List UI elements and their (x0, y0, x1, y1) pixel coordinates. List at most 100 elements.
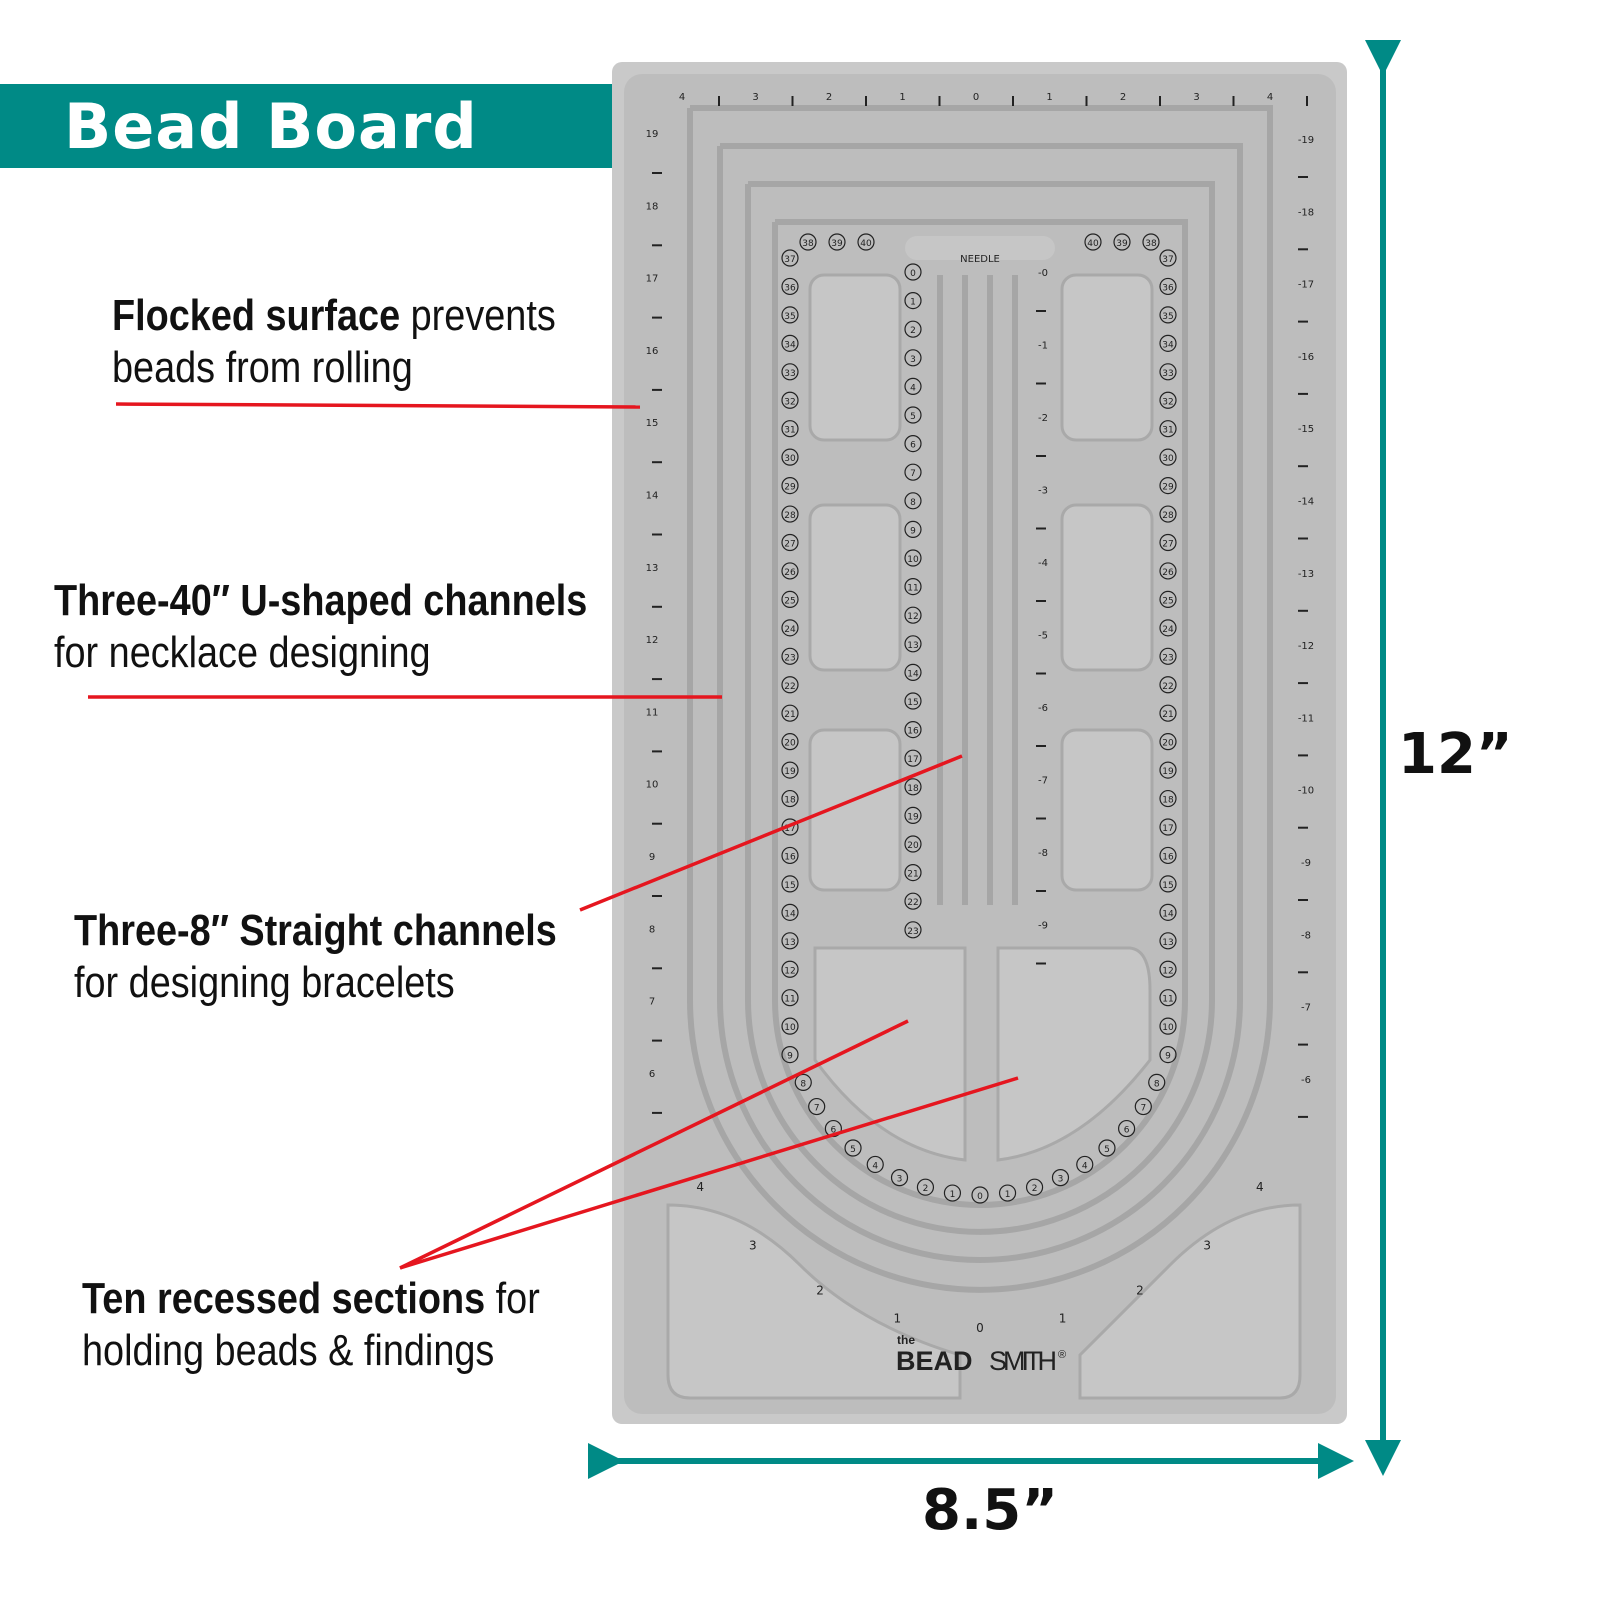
svg-text:the: the (897, 1333, 915, 1347)
right-ruler-label: -6 (1301, 1075, 1311, 1086)
bead-mark-circle (1051, 1169, 1070, 1187)
bead-mark-circle (781, 590, 799, 609)
channel-mark: 13 (784, 938, 795, 948)
top-ruler-label: 2 (826, 92, 832, 103)
center-ruler-label: -8 (1038, 848, 1048, 859)
bead-mark-circle (1142, 233, 1160, 251)
title-banner: Bead Board (0, 84, 612, 168)
bead-mark-circle (904, 749, 922, 767)
bead-mark-circle (781, 334, 799, 352)
right-ruler-label: -12 (1298, 641, 1314, 652)
bottom-ruler-label: 4 (696, 1180, 704, 1194)
bead-mark-circle (1159, 533, 1177, 552)
bead-mark-circle (890, 1169, 909, 1187)
arc-mark: 6 (1124, 1126, 1130, 1136)
arc-mark: 2 (923, 1184, 929, 1194)
annotation-text: beads from rolling (112, 343, 413, 392)
width-label: 8.5” (922, 1478, 1059, 1543)
left-ruler-label: 12 (646, 635, 659, 646)
top-ruler-label: 4 (1267, 92, 1273, 103)
bracelet-mark: 19 (907, 812, 919, 822)
arc-mark: 4 (872, 1161, 878, 1171)
bracelet-mark: 3 (910, 355, 916, 365)
channel-mark: 15 (784, 881, 795, 891)
channel-mark: 39 (1116, 239, 1128, 249)
channel-mark: 38 (1145, 239, 1157, 249)
channel-mark: 11 (1162, 995, 1173, 1005)
arc-mark: 5 (850, 1145, 856, 1155)
bead-mark-circle (904, 806, 922, 825)
bead-mark-circle (904, 835, 922, 853)
bead-mark-circle (998, 1184, 1017, 1202)
bead-mark-circle (781, 391, 799, 409)
recessed-pocket (1078, 1203, 1302, 1400)
bead-mark-circle (904, 349, 922, 367)
channel-mark: 36 (784, 283, 796, 293)
channel-mark: 27 (784, 540, 795, 550)
recessed-pocket (808, 273, 902, 442)
bead-mark-circle (1159, 477, 1177, 495)
left-ruler-label: 18 (646, 201, 659, 212)
annotation-text: holding beads & findings (82, 1326, 495, 1375)
bead-mark-circle (1159, 448, 1177, 466)
top-ruler-label: 0 (973, 92, 979, 103)
channel-mark: 21 (1162, 710, 1173, 720)
left-ruler-label: 7 (649, 997, 655, 1008)
bead-mark-circle (904, 606, 922, 624)
bead-mark-circle (971, 1186, 989, 1204)
recessed-pocket (808, 728, 902, 892)
bead-mark-circle (904, 692, 922, 710)
u-channel-wall (745, 181, 1215, 1235)
bead-mark-circle (808, 1097, 826, 1116)
bead-mark-circle (1134, 1097, 1152, 1116)
bottom-ruler-label: 1 (1059, 1311, 1067, 1325)
channel-mark: 18 (784, 796, 796, 806)
bracelet-mark: 10 (907, 555, 919, 565)
channel-mark: 21 (784, 710, 795, 720)
bracelet-mark: 23 (907, 927, 918, 937)
bead-mark-circle (781, 619, 799, 637)
arc-mark: 3 (1058, 1175, 1064, 1185)
recessed-pocket (1060, 273, 1154, 442)
right-ruler-label: -10 (1298, 786, 1314, 797)
bracelet-mark: 21 (907, 870, 918, 880)
channel-mark: 26 (1162, 568, 1174, 578)
channel-mark: 13 (1162, 938, 1173, 948)
channel-mark: 22 (1162, 682, 1173, 692)
bracelet-mark: 11 (907, 584, 918, 594)
board-surface (624, 74, 1336, 1414)
bead-mark-circle (781, 789, 799, 808)
arc-mark: 2 (1032, 1184, 1038, 1194)
bead-mark-circle (781, 733, 799, 751)
bead-mark-circle (1159, 249, 1177, 267)
needle-label: NEEDLE (960, 254, 1000, 265)
channel-mark: 17 (784, 824, 795, 834)
bead-mark-circle (904, 635, 922, 653)
bottom-ruler-label: 4 (1256, 1180, 1264, 1194)
svg-text:BEAD: BEAD (896, 1346, 973, 1376)
bead-mark-circle (904, 863, 922, 882)
u-channel-wall (717, 143, 1243, 1263)
bead-mark-circle (1159, 1045, 1177, 1064)
bead-mark-circle (904, 778, 922, 796)
left-ruler-label: 19 (646, 129, 659, 140)
bead-mark-circle (904, 492, 922, 510)
arc-mark: 6 (831, 1126, 837, 1136)
bead-mark-circle (781, 306, 799, 324)
bead-mark-circle (904, 406, 922, 424)
bracelet-mark: 20 (907, 841, 919, 851)
top-ruler-label: 3 (1193, 92, 1199, 103)
bead-mark-circle (794, 1073, 812, 1092)
channel-mark: 29 (1162, 483, 1174, 493)
left-ruler-label: 17 (646, 274, 659, 285)
right-ruler-label: -16 (1298, 352, 1314, 363)
channel-mark: 19 (1162, 767, 1174, 777)
right-ruler-label: -18 (1298, 207, 1314, 218)
bead-mark-circle (781, 277, 799, 296)
bead-mark-circle (781, 676, 799, 694)
channel-mark: 24 (1162, 625, 1174, 635)
annotation-bold: Three-40″ U-shaped channels (54, 576, 588, 625)
bead-mark-circle (1159, 704, 1177, 722)
pointer-straight-channels (579, 754, 963, 912)
